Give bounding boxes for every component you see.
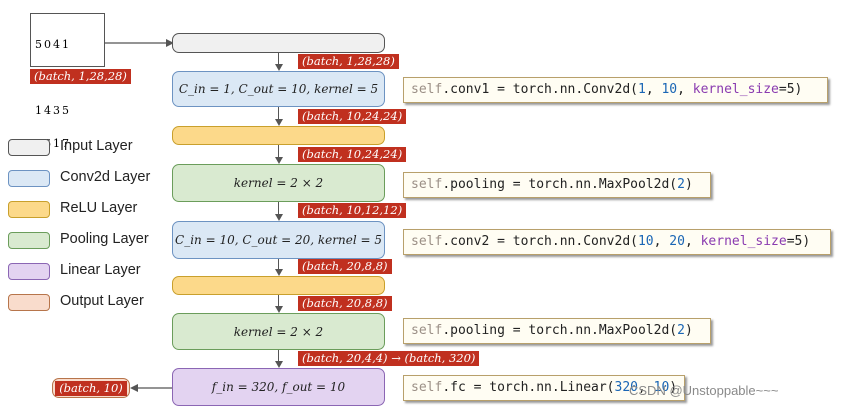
code-self-keyword: self — [411, 82, 443, 97]
watermark: CSDN @Unstoppable~~~ — [629, 383, 779, 398]
input-shape-tag: (batch, 1,28,28) — [30, 69, 131, 84]
digit-row: 1435 — [35, 104, 71, 117]
conv2-block: C_in = 10, C_out = 20, kernel = 5 — [172, 221, 385, 259]
code-self-keyword: self — [411, 234, 443, 249]
input-layer-block — [172, 33, 385, 53]
digit-row: 5041 — [35, 38, 71, 51]
code-text: ) — [802, 234, 811, 249]
pool2-block: kernel = 2 × 2 — [172, 313, 385, 350]
legend-swatch-input — [8, 139, 50, 156]
code-arg: , — [677, 82, 693, 97]
shape-tag: (batch, 10,12,12) — [298, 203, 407, 218]
shape-tag: (batch, 20,4,4) → (batch, 320) — [298, 351, 480, 366]
flow-arrow-1 — [278, 53, 280, 64]
legend-label-relu: ReLU Layer — [60, 200, 138, 216]
flow-arrow-3 — [278, 145, 280, 157]
code-text: ) — [794, 82, 803, 97]
code-conv1: self.conv1 = torch.nn.Conv2d(1, 10, kern… — [403, 77, 828, 103]
code-arg: , — [645, 82, 662, 97]
flow-arrow-4-head — [275, 214, 283, 221]
pool1-block: kernel = 2 × 2 — [172, 164, 385, 202]
code-conv2: self.conv2 = torch.nn.Conv2d(10, 20, ker… — [403, 229, 831, 255]
flow-arrow-6 — [278, 295, 280, 306]
code-text: .conv1 = torch.nn.Conv2d( — [442, 82, 638, 97]
code-arg: 2 — [677, 323, 685, 338]
legend-label-conv2d: Conv2d Layer — [60, 169, 151, 185]
flow-arrow-6-head — [275, 306, 283, 313]
shape-tag: (batch, 10,24,24) — [298, 147, 407, 162]
conv1-block: C_in = 1, C_out = 10, kernel = 5 — [172, 71, 385, 107]
relu2-block — [172, 276, 385, 295]
relu1-block — [172, 126, 385, 145]
code-arg: kernel_size — [700, 234, 787, 249]
code-arg: , — [684, 234, 701, 249]
code-arg: 1 — [637, 82, 646, 97]
code-self-keyword: self — [411, 380, 443, 395]
code-text: .pooling = torch.nn.MaxPool2d( — [442, 323, 678, 338]
code-arg: 10 — [661, 82, 678, 97]
code-arg: =5 — [778, 82, 795, 97]
code-self-keyword: self — [411, 177, 443, 192]
code-arg: 10 — [637, 234, 654, 249]
flow-arrow-3-head — [275, 157, 283, 164]
flow-arrow-2-head — [275, 119, 283, 126]
code-arg: , — [653, 234, 670, 249]
legend-swatch-conv2d — [8, 170, 50, 187]
fc-block: f_in = 320, f_out = 10 — [172, 368, 385, 406]
code-arg: 2 — [677, 177, 685, 192]
flow-arrow-5-head — [275, 269, 283, 276]
input-connector-arrow — [104, 39, 174, 47]
flow-arrow-1-head — [275, 64, 283, 71]
code-text: .conv2 = torch.nn.Conv2d( — [442, 234, 638, 249]
output-connector-arrow — [130, 384, 172, 392]
legend-label-output: Output Layer — [60, 293, 144, 309]
code-arg: , — [637, 380, 654, 395]
shape-tag: (batch, 1,28,28) — [298, 54, 399, 69]
code-text: ) — [669, 380, 678, 395]
code-text: .pooling = torch.nn.MaxPool2d( — [442, 177, 678, 192]
flow-arrow-7 — [278, 350, 280, 361]
shape-tag: (batch, 20,8,8) — [298, 296, 392, 311]
code-arg: 10 — [653, 380, 670, 395]
code-arg: 320 — [614, 380, 638, 395]
code-text: ) — [684, 323, 693, 338]
code-arg: kernel_size — [692, 82, 779, 97]
legend-label-input: Input Layer — [60, 138, 133, 154]
legend-swatch-relu — [8, 201, 50, 218]
output-layer-block: (batch, 10) — [52, 378, 130, 398]
code-arg: =5 — [786, 234, 803, 249]
flow-arrow-5 — [278, 259, 280, 269]
code-pool2: self.pooling = torch.nn.MaxPool2d(2) — [403, 318, 711, 344]
input-image-thumbnail: 5041 9213 1435 3617 — [30, 13, 105, 149]
digit-row: 3617 — [35, 137, 71, 150]
legend-label-linear: Linear Layer — [60, 262, 141, 278]
flow-arrow-7-head — [275, 361, 283, 368]
code-pool1: self.pooling = torch.nn.MaxPool2d(2) — [403, 172, 711, 198]
legend-swatch-linear — [8, 263, 50, 280]
flow-arrow-2 — [278, 107, 280, 119]
output-shape-tag: (batch, 10) — [55, 380, 127, 396]
code-text: .fc = torch.nn.Linear( — [442, 380, 615, 395]
shape-tag: (batch, 10,24,24) — [298, 109, 407, 124]
code-fc: self.fc = torch.nn.Linear(320, 10) — [403, 375, 685, 401]
legend-swatch-pooling — [8, 232, 50, 249]
flow-arrow-4 — [278, 202, 280, 214]
legend-label-pooling: Pooling Layer — [60, 231, 149, 247]
code-self-keyword: self — [411, 323, 443, 338]
shape-tag: (batch, 20,8,8) — [298, 259, 392, 274]
legend-swatch-output — [8, 294, 50, 311]
code-text: ) — [684, 177, 693, 192]
code-arg: 20 — [669, 234, 685, 249]
